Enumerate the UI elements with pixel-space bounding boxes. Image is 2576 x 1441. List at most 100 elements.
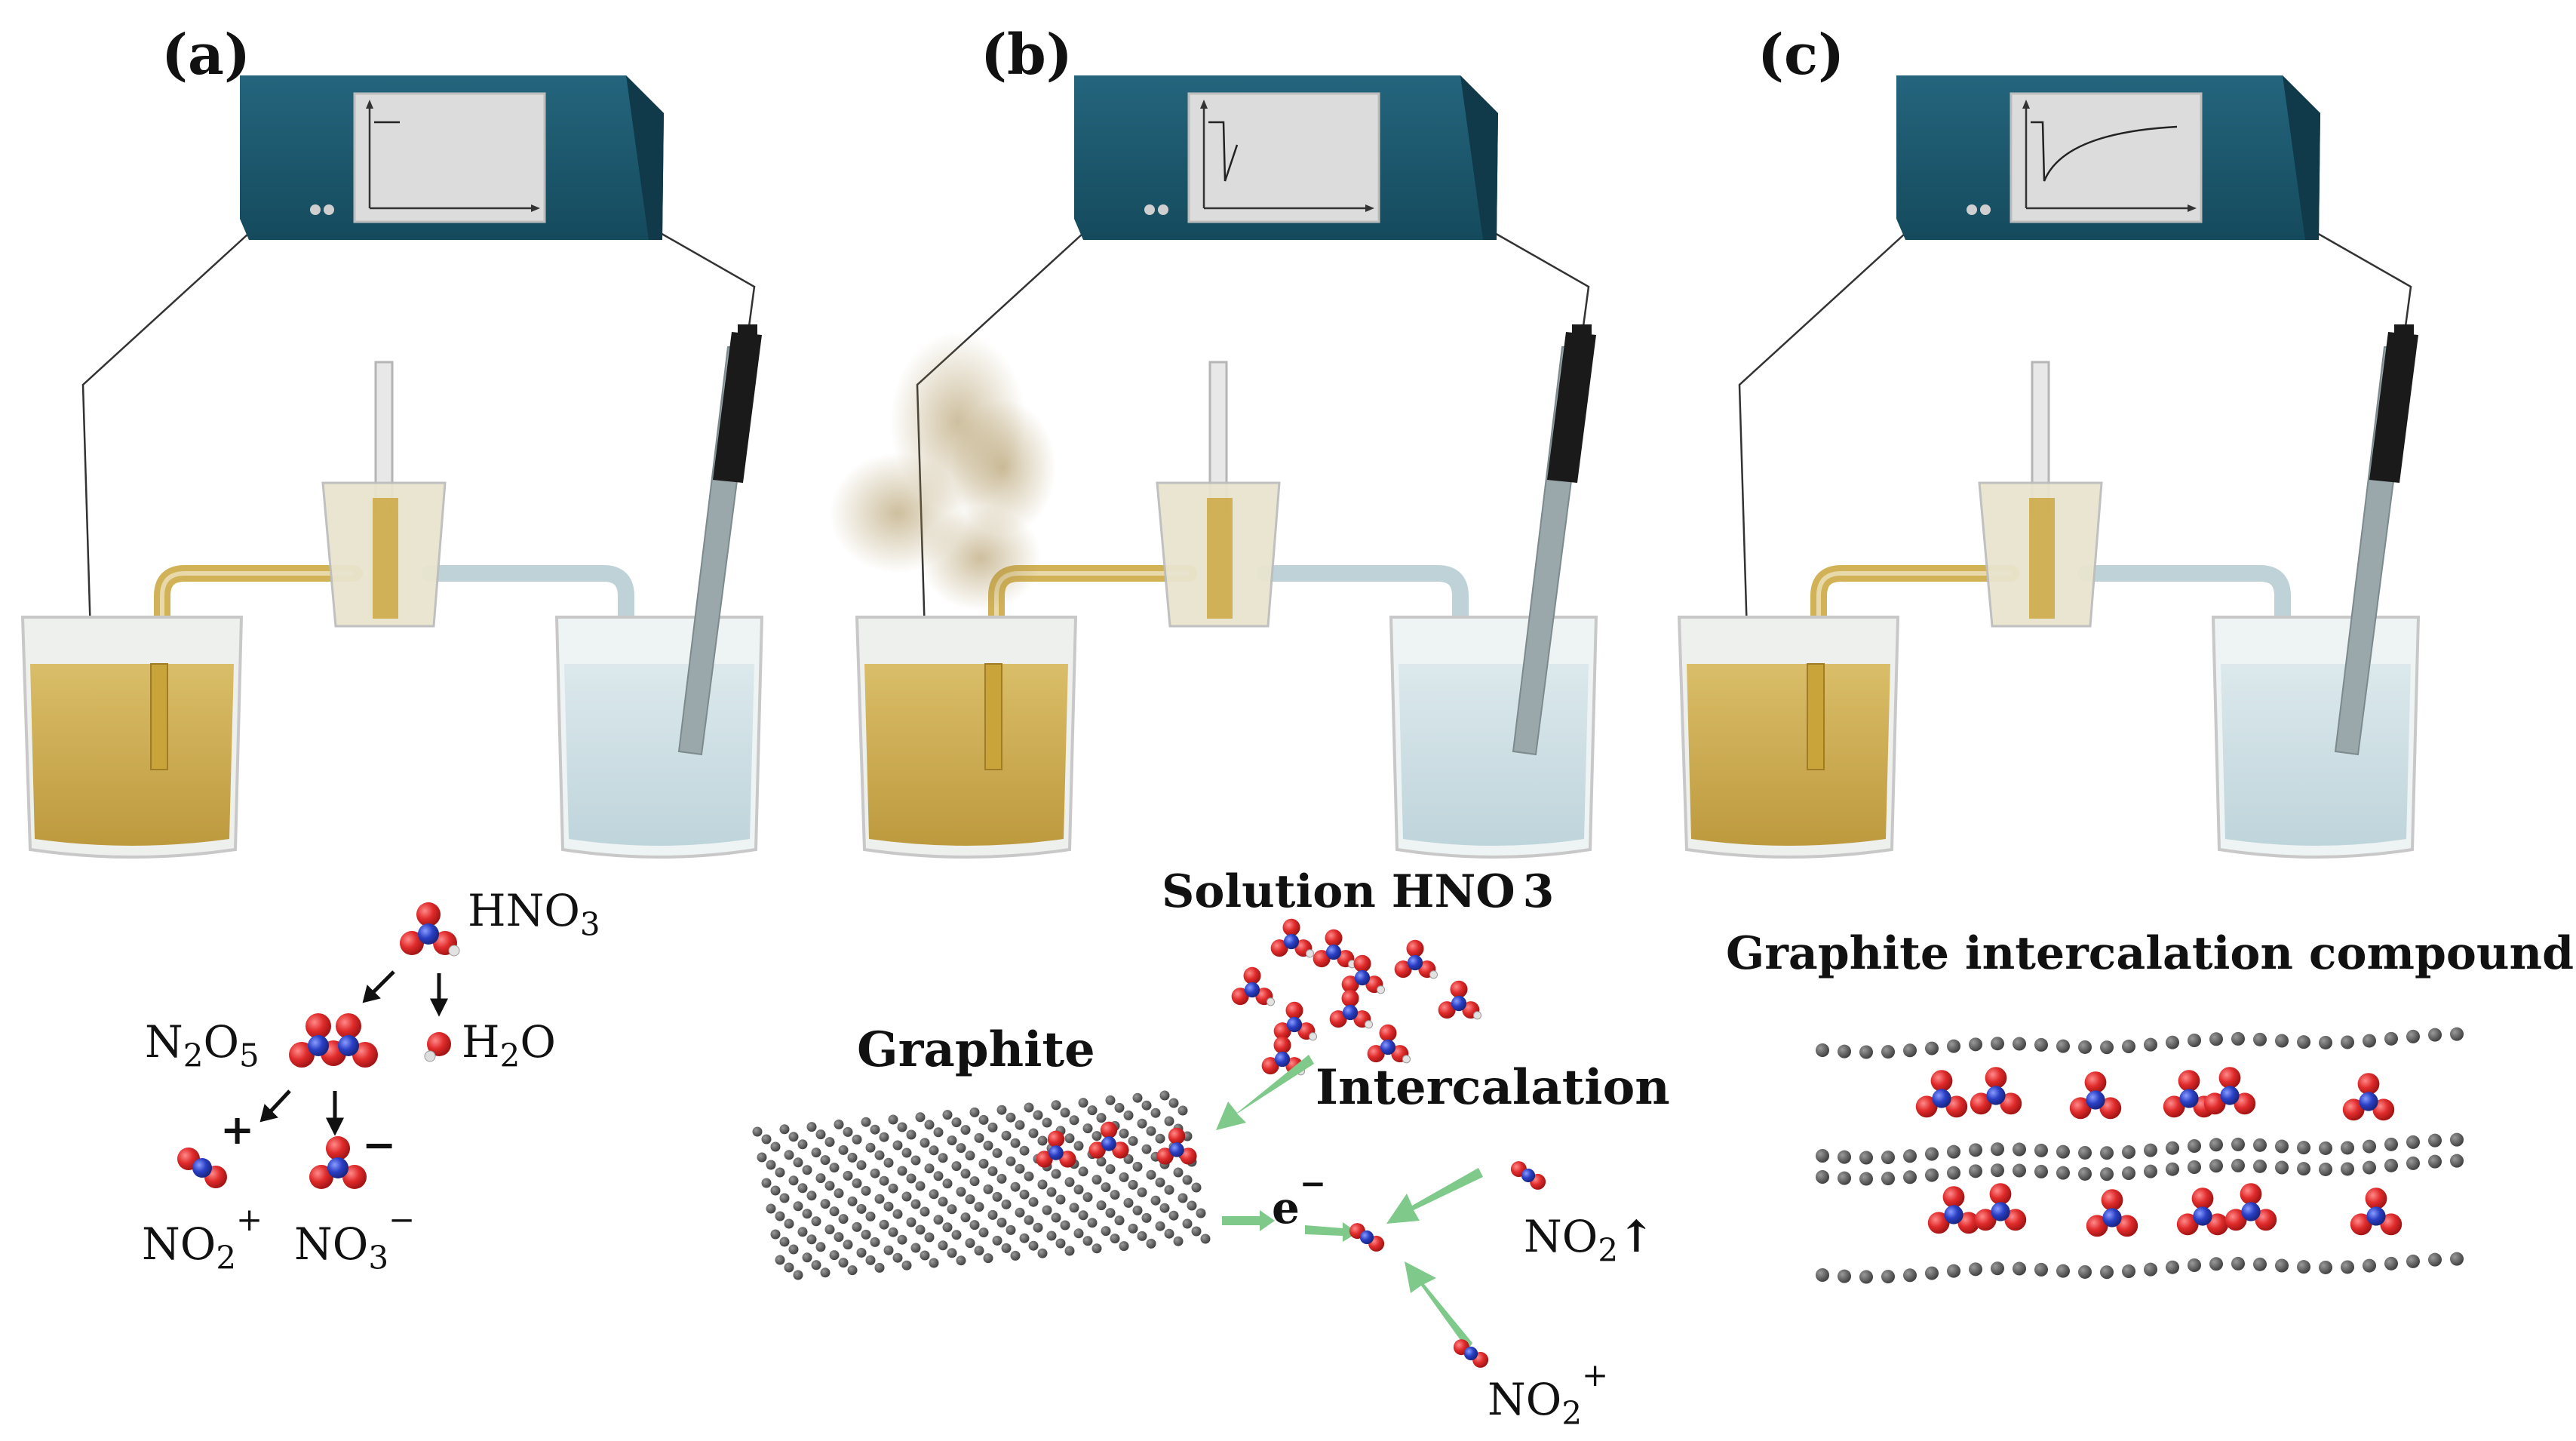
- atom: [1231, 988, 1249, 1006]
- atom: [1177, 1193, 1188, 1203]
- atom: [1006, 1156, 1016, 1166]
- atom: [1069, 1203, 1079, 1213]
- atom: [2078, 1264, 2092, 1279]
- atom: [802, 1252, 812, 1263]
- atom: [766, 1160, 776, 1170]
- atom: [1325, 929, 1343, 947]
- atom: [2220, 1086, 2240, 1105]
- left-beaker-acid: [864, 664, 1068, 846]
- atom: [1970, 1092, 1992, 1115]
- atom: [1376, 985, 1386, 994]
- atom: [1082, 1123, 1093, 1134]
- atom: [938, 1197, 948, 1207]
- atom: [1859, 1270, 1873, 1284]
- atom: [2372, 1098, 2395, 1121]
- atom: [1273, 1022, 1291, 1040]
- atom: [2341, 1141, 2354, 1155]
- screen-y-arrow: [1200, 100, 1208, 109]
- atom: [2297, 1260, 2310, 1274]
- atom: [1353, 954, 1371, 972]
- setup-panel-a: [20, 75, 764, 859]
- atom: [1101, 1136, 1116, 1151]
- atom: [920, 1206, 930, 1217]
- atom: [1945, 1095, 1968, 1118]
- atom: [2102, 1208, 2122, 1227]
- atom: [1942, 1186, 1965, 1208]
- atom: [969, 1220, 980, 1231]
- atom: [1033, 1110, 1043, 1120]
- meter-button: [1158, 204, 1168, 215]
- atom: [2319, 1141, 2332, 1155]
- atom: [906, 1173, 916, 1184]
- atom: [1838, 1171, 1851, 1185]
- hno3-molecule-icon: [400, 902, 460, 957]
- atom: [861, 1185, 871, 1196]
- atom: [874, 1150, 885, 1160]
- atom: [2034, 1164, 2048, 1178]
- meter-button: [1980, 204, 1991, 215]
- atom: [2209, 1257, 2223, 1271]
- atom: [793, 1157, 803, 1168]
- atom: [1182, 1175, 1193, 1185]
- atom: [1006, 1112, 1016, 1123]
- atom: [1110, 1234, 1120, 1244]
- atom: [326, 1136, 350, 1160]
- atom: [915, 1112, 926, 1123]
- atom: [1051, 1169, 1061, 1179]
- atom: [793, 1201, 803, 1212]
- atom: [779, 1193, 790, 1203]
- no2-plus-charge: +: [220, 1105, 255, 1154]
- atom: [2178, 1070, 2200, 1092]
- atom: [1191, 1226, 1202, 1237]
- atom: [1380, 1039, 1396, 1055]
- atom: [1087, 1105, 1098, 1116]
- atom: [951, 1117, 962, 1128]
- atom: [2163, 1095, 2185, 1118]
- atom: [1838, 1150, 1851, 1164]
- atom: [2122, 1264, 2135, 1279]
- atom: [2100, 1167, 2114, 1181]
- atom: [929, 1258, 939, 1268]
- no2-plus-label: NO2+: [142, 1201, 263, 1277]
- atom: [338, 1035, 359, 1056]
- atom: [870, 1168, 880, 1178]
- atom: [2406, 1135, 2420, 1149]
- wire-right: [2304, 225, 2412, 333]
- atom: [1930, 1070, 1953, 1092]
- atom: [802, 1209, 812, 1219]
- no2-gas-molecule-icon: [1510, 1161, 1546, 1190]
- probe-handle: [1547, 332, 1596, 483]
- electron-label: e−: [1272, 1165, 1327, 1234]
- atom: [834, 1232, 844, 1243]
- atom: [870, 1124, 880, 1135]
- atom: [906, 1217, 916, 1227]
- atom: [974, 1246, 984, 1256]
- atom: [2363, 1034, 2376, 1048]
- atom: [996, 1105, 1007, 1115]
- atom: [2144, 1037, 2157, 1052]
- atom: [929, 1189, 939, 1200]
- atom: [1283, 933, 1300, 950]
- atom: [942, 1178, 953, 1189]
- intercalation-label: Intercalation: [1316, 1059, 1670, 1116]
- atom: [820, 1199, 831, 1209]
- setup-panel-c: [1677, 75, 2421, 859]
- screen-y-arrow: [366, 100, 373, 109]
- atom: [969, 1176, 980, 1187]
- atom: [829, 1250, 840, 1261]
- atom: [906, 1129, 916, 1140]
- atom: [1816, 1268, 1829, 1282]
- atom: [1903, 1149, 1917, 1163]
- atom: [1042, 1205, 1052, 1215]
- atom: [2406, 1029, 2420, 1043]
- atom: [2179, 1089, 2199, 1108]
- atom: [1450, 980, 1468, 998]
- atom: [761, 1134, 772, 1145]
- atom: [1055, 1238, 1066, 1249]
- atom: [1105, 1095, 1116, 1105]
- atom: [2428, 1028, 2442, 1042]
- atom: [2166, 1035, 2179, 1049]
- atom: [1051, 1212, 1061, 1223]
- atom: [933, 1171, 944, 1181]
